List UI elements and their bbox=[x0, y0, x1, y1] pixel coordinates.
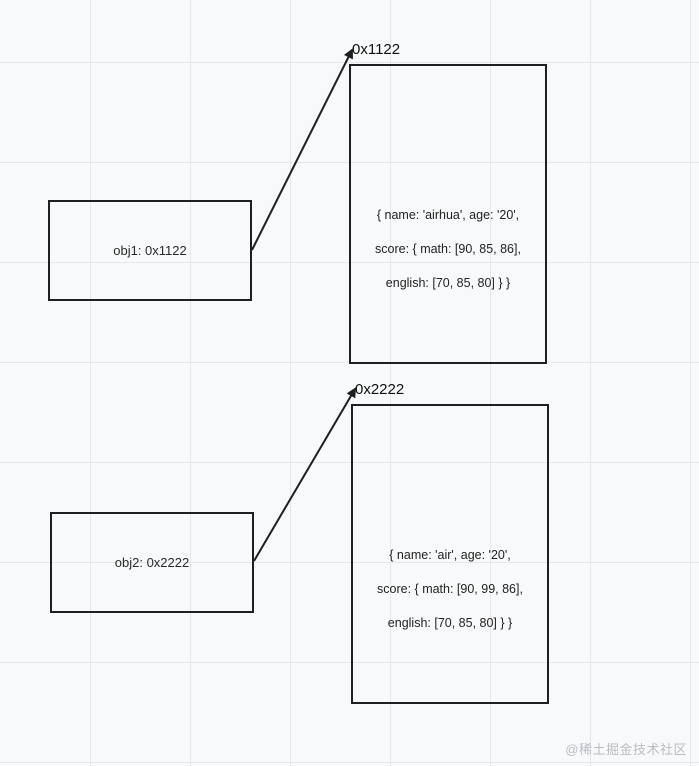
memory-content-2: { name: 'air', age: '20', score: { math:… bbox=[353, 530, 547, 649]
memory-box-1: { name: 'airhua', age: '20', score: { ma… bbox=[349, 64, 547, 364]
memory-2-line-3: english: [70, 85, 80] } } bbox=[387, 616, 513, 630]
memory-1-line-3: english: [70, 85, 80] } } bbox=[385, 276, 511, 290]
memory-address-1: 0x1122 bbox=[352, 41, 401, 58]
watermark: @稀土掘金技术社区 bbox=[565, 742, 687, 757]
memory-address-2: 0x2222 bbox=[355, 381, 405, 398]
obj2-label: obj2: 0x2222 bbox=[114, 555, 190, 570]
obj1-label: obj1: 0x1122 bbox=[113, 243, 187, 258]
memory-2-line-1: { name: 'air', age: '20', bbox=[389, 548, 511, 562]
memory-2-line-2: score: { math: [90, 99, 86], bbox=[377, 582, 523, 596]
obj1-box: obj1: 0x1122 bbox=[48, 200, 252, 301]
memory-1-line-2: score: { math: [90, 85, 86], bbox=[375, 242, 521, 256]
memory-box-2: { name: 'air', age: '20', score: { math:… bbox=[351, 404, 549, 704]
memory-content-1: { name: 'airhua', age: '20', score: { ma… bbox=[351, 190, 545, 309]
obj2-box: obj2: 0x2222 bbox=[50, 512, 254, 613]
arrow-obj2-to-memory bbox=[253, 387, 357, 562]
memory-1-line-1: { name: 'airhua', age: '20', bbox=[376, 208, 520, 222]
arrow-obj1-to-memory bbox=[251, 48, 353, 251]
